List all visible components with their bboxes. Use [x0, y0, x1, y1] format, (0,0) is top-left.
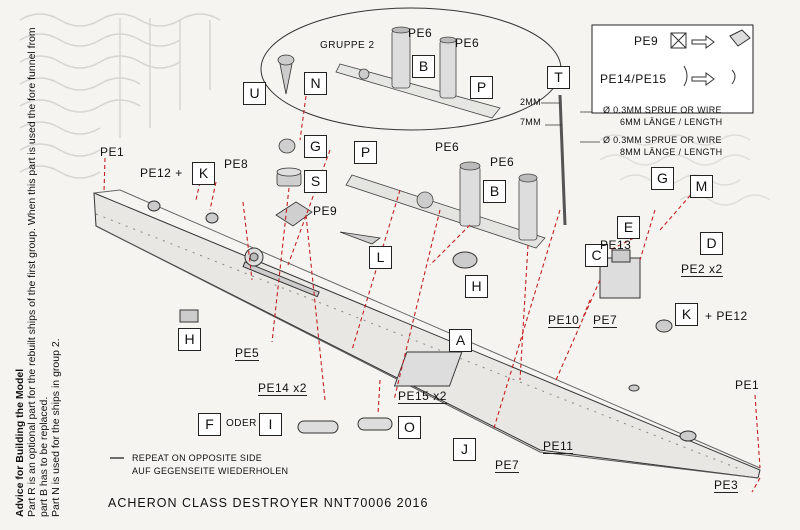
part-H-right: H: [465, 275, 488, 298]
advice-notes: Advice for Building the Model Part R is …: [14, 17, 62, 517]
pe8-label: PE8: [224, 157, 249, 171]
pe6-label-group2b: PE6: [455, 36, 480, 50]
pe10-label: PE10: [548, 313, 580, 328]
photo-etch-fret-right: [599, 134, 771, 206]
part-S: S: [304, 170, 327, 193]
inset-drawings: [670, 29, 751, 87]
part-H-left: H: [178, 328, 201, 351]
part-C: C: [585, 244, 608, 267]
wire-note-1-line2: 6MM LÄNGE / LENGTH: [620, 117, 723, 127]
inset-pe9-label: PE9: [634, 34, 659, 48]
repeat-legend-line1: REPEAT ON OPPOSITE SIDE: [132, 453, 263, 463]
pe6-label: PE6: [435, 140, 460, 154]
small-parts-cluster: [275, 138, 382, 245]
part-N: N: [304, 72, 327, 95]
pe5-label: PE5: [235, 346, 260, 361]
advice-line-3: Part N is used for the ships in group 2.: [50, 338, 62, 517]
repeat-legend-line2: AUF GEGENSEITE WIEDERHOLEN: [132, 466, 289, 476]
destroyer-hull: [93, 189, 761, 479]
part-I: I: [259, 413, 282, 436]
mast-part: [558, 94, 567, 226]
part-D: D: [700, 232, 723, 255]
part-P: P: [354, 141, 377, 164]
part-J: J: [453, 438, 476, 461]
part-B: B: [483, 180, 506, 203]
part-L: L: [369, 246, 392, 269]
part-P-group2: P: [470, 76, 493, 99]
wire-note-2-line1: Ø 0.3MM SPRUE OR WIRE: [603, 135, 722, 145]
part-G-right: G: [651, 167, 674, 190]
advice-heading: Advice for Building the Model: [14, 368, 26, 517]
pe9-label: PE9: [313, 204, 338, 218]
pe7-label-2: PE7: [495, 458, 520, 473]
main-deck-part: [345, 161, 546, 249]
wire-dim-2mm: 2MM: [520, 97, 541, 107]
part-K-right: K: [675, 303, 698, 326]
pe7-label: PE7: [593, 313, 618, 328]
advice-line-1: Part R is an optional part for the rebui…: [26, 27, 38, 517]
part-K-left: K: [192, 162, 215, 185]
group-title: GRUPPE 2: [320, 40, 375, 51]
inset-pe14-pe15-label: PE14/PE15: [600, 72, 667, 86]
part-O: O: [398, 416, 421, 439]
pe2x2-label: PE2 x2: [681, 262, 723, 277]
inset-box: [591, 24, 754, 114]
part-T: T: [547, 66, 570, 89]
assembly-leader-lines: [103, 95, 761, 493]
part-M: M: [690, 175, 713, 198]
wire-dim-7mm: 7MM: [520, 117, 541, 127]
wire-note-2-line2: 8MM LÄNGE / LENGTH: [620, 147, 723, 157]
part-A: A: [449, 329, 472, 352]
pe15x2-label: PE15 x2: [398, 389, 447, 404]
part-B-group2: B: [412, 55, 435, 78]
pe11-label: PE11: [543, 439, 574, 454]
wire-note-1-line1: Ø 0.3MM SPRUE OR WIRE: [603, 105, 722, 115]
group2-deck-part: [335, 26, 501, 119]
pe12-plus-right-label: + PE12: [705, 309, 748, 323]
part-F: F: [198, 413, 221, 436]
advice-line-2: part B has to be replaced.: [38, 396, 50, 517]
part-U: U: [243, 82, 266, 105]
part-n-ventilator: [277, 54, 295, 95]
oder-label: ODER: [226, 418, 257, 429]
pe3-label: PE3: [714, 478, 739, 493]
photo-etch-fret: [19, 13, 221, 179]
pe6-label-group2: PE6: [408, 26, 433, 40]
part-E: E: [617, 216, 640, 239]
part-G: G: [304, 135, 327, 158]
pe12-plus-label: PE12 +: [140, 166, 183, 180]
pe13-label: PE13: [600, 238, 632, 252]
pe14x2-label: PE14 x2: [258, 381, 307, 396]
pe6-label-2: PE6: [490, 155, 515, 169]
pe1-label-stern: PE1: [735, 378, 760, 392]
sheet-title: ACHERON CLASS DESTROYER NNT70006 2016: [108, 496, 429, 510]
pe1-label-bow: PE1: [100, 145, 125, 159]
